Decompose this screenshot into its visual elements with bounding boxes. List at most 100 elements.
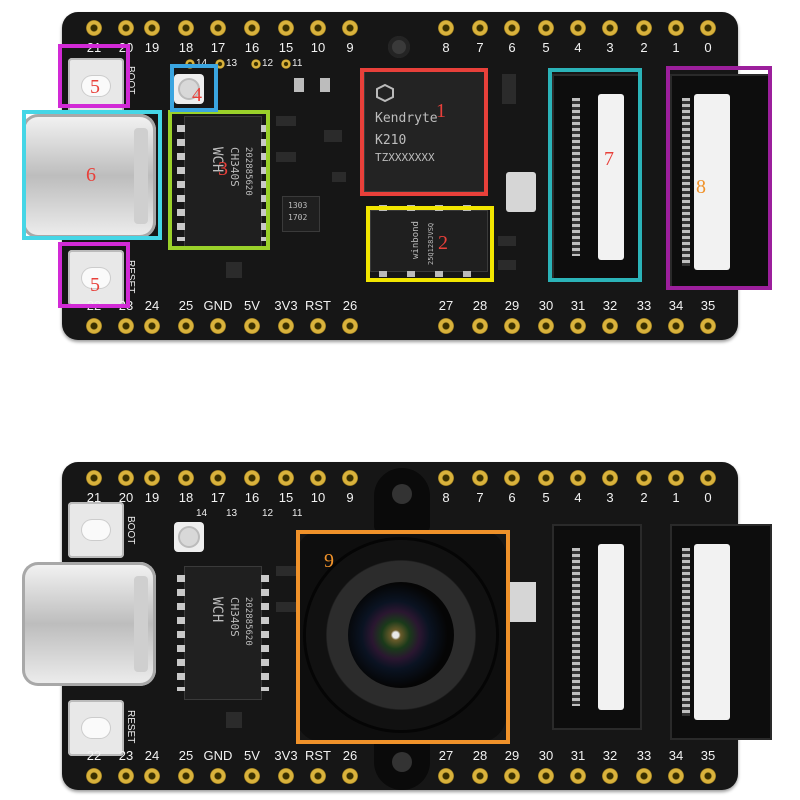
smd-component — [276, 566, 296, 576]
header-pad — [342, 470, 358, 486]
ch340-code: 202885620 — [243, 597, 253, 646]
fpc-connector-left[interactable] — [552, 524, 642, 730]
header-pad — [504, 768, 520, 784]
pin-label: 8 — [442, 490, 450, 505]
small-pad — [251, 59, 261, 69]
usb-c-port[interactable] — [22, 114, 156, 238]
highlight-box-7: 7 — [548, 68, 642, 282]
pin-label: 7 — [476, 40, 484, 55]
pin-label: 5 — [542, 490, 550, 505]
pin-label: 13 — [226, 508, 238, 519]
highlight-box-9: 9 — [296, 530, 510, 744]
pin-label: 15 — [278, 40, 294, 55]
header-pad — [438, 20, 454, 36]
pin-label: 8 — [442, 40, 450, 55]
smd-component — [498, 236, 516, 246]
fpc-connector-right[interactable] — [670, 524, 772, 740]
pin-label: 26 — [342, 748, 358, 763]
pin-label: 30 — [538, 298, 554, 313]
header-pad — [118, 768, 134, 784]
fpc-connector-right[interactable] — [670, 74, 772, 290]
highlight-number: 4 — [192, 84, 202, 106]
header-pad — [472, 318, 488, 334]
pin-label: 10 — [310, 40, 326, 55]
board-top-view: 21 20 19 18 17 16 15 10 9 8 7 6 5 4 3 2 … — [22, 12, 772, 340]
header-pad — [244, 768, 260, 784]
camera-lens-icon — [348, 582, 454, 688]
reset-button[interactable] — [68, 700, 124, 756]
pin-label: 3V3 — [274, 748, 298, 763]
header-pad — [144, 318, 160, 334]
pin-label: 24 — [144, 298, 160, 313]
header-pad — [636, 768, 652, 784]
smd-component — [276, 602, 296, 612]
highlight-number: 2 — [438, 232, 448, 254]
pin-label: 12 — [262, 508, 274, 519]
k210-brand: Kendryte — [375, 111, 438, 126]
header-pad — [178, 318, 194, 334]
regulator-line1: 1303 — [288, 201, 308, 210]
header-pad — [570, 20, 586, 36]
smd-component — [332, 172, 346, 182]
pin-label: RST — [305, 298, 331, 313]
pin-label: 30 — [538, 748, 554, 763]
pin-label: 24 — [144, 748, 160, 763]
ch340-brand: WCH — [209, 597, 225, 623]
smd-component — [498, 260, 516, 270]
header-pad — [118, 470, 134, 486]
header-pad — [636, 470, 652, 486]
header-pad — [438, 768, 454, 784]
highlight-box-1: 1 — [360, 68, 488, 196]
led — [174, 522, 204, 552]
header-pad — [538, 318, 554, 334]
smd-component — [276, 116, 296, 126]
smd-component — [324, 130, 342, 142]
pin-label: 15 — [278, 490, 294, 505]
pin-label: 18 — [178, 40, 194, 55]
pin-label: 16 — [244, 490, 260, 505]
pin-label: 11 — [292, 508, 303, 519]
k210-code: TZXXXXXXX — [375, 151, 435, 164]
usb-c-port[interactable] — [22, 562, 156, 686]
pin-label: RST — [305, 748, 331, 763]
pin-label: 0 — [704, 40, 712, 55]
highlight-box-5-boot: 5 — [58, 44, 130, 108]
boot-button[interactable] — [68, 502, 124, 558]
header-pad — [668, 318, 684, 334]
kendryte-logo-icon — [376, 83, 394, 103]
pin-label: 35 — [700, 298, 716, 313]
highlight-number: 6 — [86, 164, 96, 186]
regulator-line2: 1702 — [288, 213, 308, 222]
header-pad — [538, 20, 554, 36]
pin-label: 2 — [640, 40, 648, 55]
header-pad — [210, 318, 226, 334]
pin-label: 34 — [668, 298, 684, 313]
pin-label: 13 — [226, 58, 238, 69]
pin-label: 3 — [606, 490, 614, 505]
header-pad — [86, 318, 102, 334]
header-pad — [538, 768, 554, 784]
boot-label: BOOT — [125, 516, 136, 545]
header-pad — [472, 20, 488, 36]
ch340-chip: WCH CH340S 202885620 — [177, 116, 269, 250]
header-pad — [210, 768, 226, 784]
header-pad — [210, 470, 226, 486]
highlight-box-8: 8 — [666, 66, 772, 290]
reset-button[interactable] — [68, 250, 124, 306]
ch340-chip: WCH CH340S 202885620 — [177, 566, 269, 700]
pin-label: 17 — [210, 40, 226, 55]
header-pad — [118, 20, 134, 36]
pin-label: 6 — [508, 40, 516, 55]
pin-label: 22 — [86, 748, 102, 763]
header-pad — [668, 470, 684, 486]
pin-label: 14 — [196, 508, 208, 519]
header-pad — [570, 768, 586, 784]
pin-label: 25 — [178, 748, 194, 763]
pin-label: 5V — [244, 748, 260, 763]
header-pad — [472, 470, 488, 486]
fpc-connector-left[interactable] — [552, 74, 642, 280]
pin-label: 2 — [640, 490, 648, 505]
header-pad — [438, 318, 454, 334]
highlight-number: 9 — [324, 550, 334, 572]
pin-label: 4 — [574, 40, 582, 55]
